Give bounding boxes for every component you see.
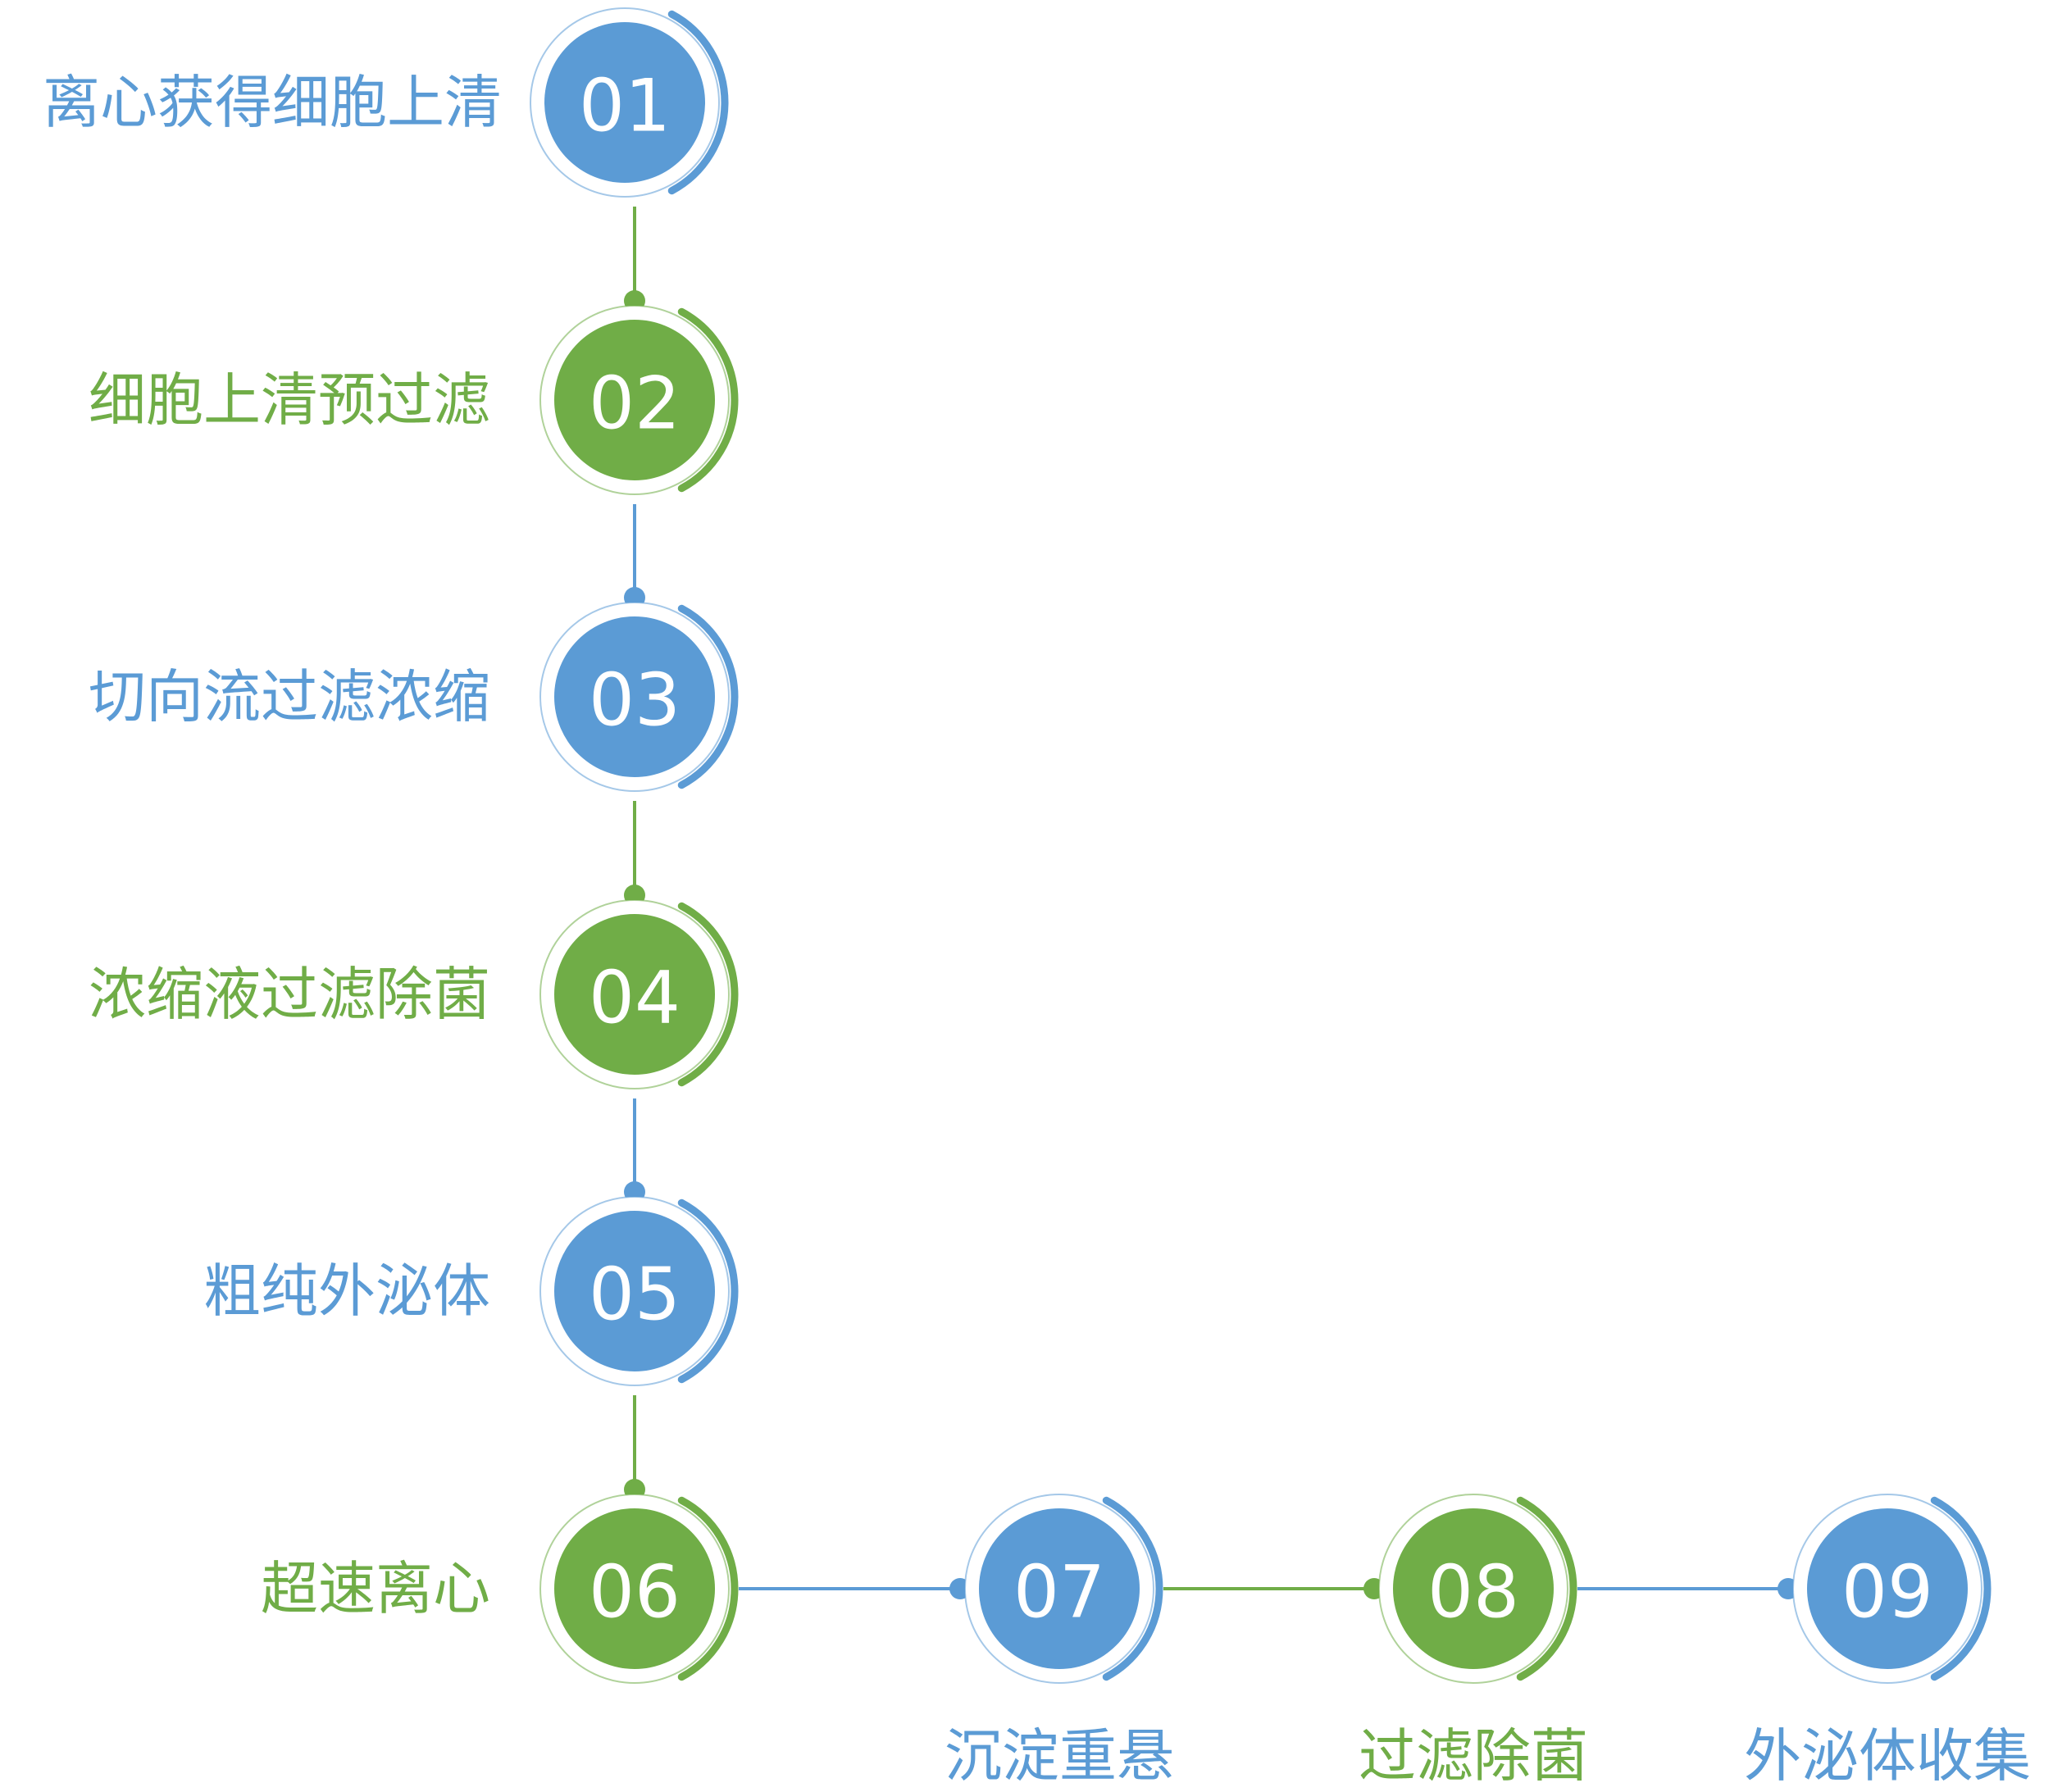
step-badge <box>979 1508 1140 1669</box>
step-node-09: 09 外泌体收集 <box>1744 1494 2031 1790</box>
step-node-08: 08 过滤除菌 <box>1359 1494 1588 1790</box>
step-number: 08 <box>1427 1550 1519 1635</box>
step-label: 浓缩液过滤除菌 <box>89 961 490 1028</box>
accent-arc <box>677 1198 739 1384</box>
step-nodes: 01 离心获得细胞上清 02 细胞上清预过滤 03 切向流过滤浓缩 04 浓缩液过滤除菌 05 粗… <box>43 7 2031 1790</box>
step-label: 超速离心 <box>261 1555 490 1622</box>
step-badge <box>1807 1508 1968 1669</box>
step-label: 离心获得细胞上清 <box>43 69 502 136</box>
step-badge <box>554 1211 715 1371</box>
step-number: 09 <box>1841 1550 1933 1635</box>
accent-arc <box>677 902 739 1087</box>
step-label: 细胞上清预过滤 <box>89 366 490 434</box>
step-node-07: 07 沉淀重悬 <box>945 1494 1174 1790</box>
step-badge <box>544 22 705 183</box>
step-number: 01 <box>579 64 671 148</box>
accent-arc <box>1930 1496 1992 1681</box>
step-number: 05 <box>589 1253 681 1337</box>
step-number: 07 <box>1013 1550 1105 1635</box>
step-node-04: 04 浓缩液过滤除菌 <box>89 899 739 1089</box>
step-number: 02 <box>589 362 681 446</box>
accent-arc <box>1102 1496 1163 1681</box>
connector-lines <box>624 207 1799 1599</box>
accent-arc <box>677 307 739 493</box>
step-badge <box>554 616 715 777</box>
step-label: 过滤除菌 <box>1359 1722 1588 1790</box>
accent-arc <box>667 10 729 195</box>
step-label: 外泌体收集 <box>1744 1722 2031 1790</box>
step-number: 06 <box>589 1550 681 1635</box>
step-badge <box>554 914 715 1075</box>
step-badge <box>1393 1508 1554 1669</box>
step-number: 04 <box>589 956 681 1040</box>
step-label: 沉淀重悬 <box>945 1722 1174 1790</box>
accent-arc <box>677 604 739 789</box>
step-node-01: 01 离心获得细胞上清 <box>43 7 729 198</box>
step-label: 粗纯外泌体 <box>203 1258 490 1325</box>
step-node-05: 05 粗纯外泌体 <box>203 1196 739 1386</box>
step-badge <box>554 1508 715 1669</box>
accent-arc <box>1516 1496 1577 1681</box>
step-node-06: 06 超速离心 <box>261 1494 739 1684</box>
step-node-03: 03 切向流过滤浓缩 <box>89 602 739 792</box>
accent-arc <box>677 1496 739 1681</box>
step-label: 切向流过滤浓缩 <box>89 663 490 730</box>
step-node-02: 02 细胞上清预过滤 <box>89 305 739 495</box>
step-number: 03 <box>589 658 681 743</box>
step-badge <box>554 320 715 480</box>
